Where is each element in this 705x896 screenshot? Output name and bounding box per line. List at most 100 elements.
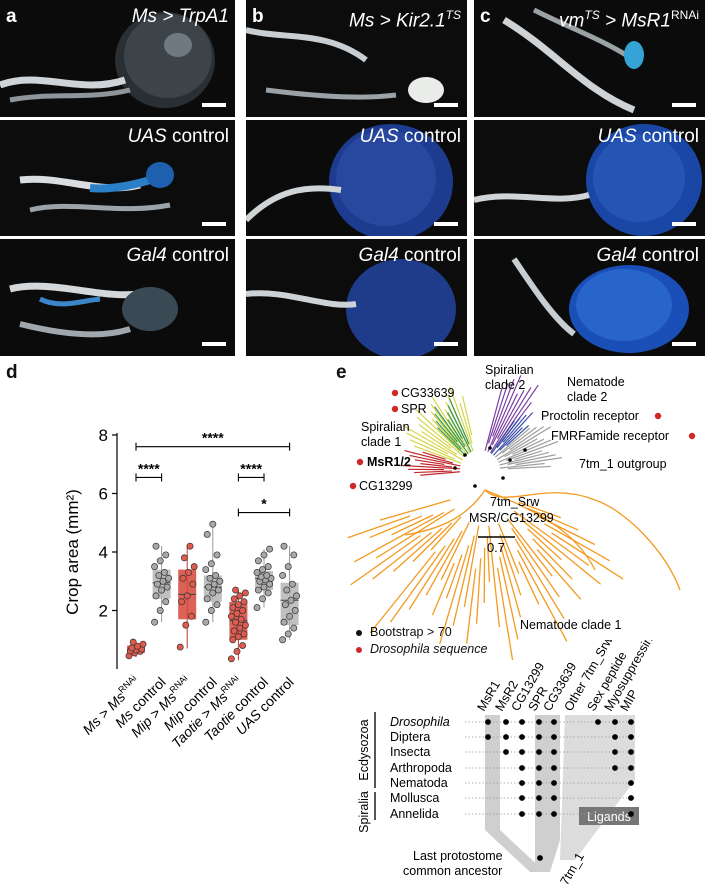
tree-branch	[347, 515, 411, 539]
bootstrap-dot	[463, 453, 467, 457]
y-tick-label: 4	[99, 543, 108, 562]
matrix-row-label: Diptera	[390, 730, 430, 744]
y-tick-label: 2	[99, 602, 108, 621]
ancestor-dot	[537, 855, 543, 861]
tree-branch	[422, 451, 446, 460]
tree-branch	[404, 449, 454, 464]
data-point	[253, 604, 261, 612]
presence-dot	[612, 765, 618, 771]
data-point	[264, 563, 272, 571]
tree-branch	[492, 378, 515, 437]
panel-c-letter: c	[480, 6, 491, 27]
label-nematode-clade-1: Nematode clade 1	[520, 618, 622, 632]
data-point	[229, 636, 237, 644]
data-point	[151, 563, 159, 571]
matrix-row-label: Insecta	[390, 745, 430, 759]
tree-branch	[504, 438, 538, 458]
spiralia-label: Spiralia	[357, 791, 371, 833]
tree-branch	[452, 535, 475, 627]
data-point	[260, 583, 268, 591]
data-point	[263, 571, 271, 579]
tree-branch	[447, 419, 466, 447]
bootstrap-dot	[523, 448, 527, 452]
data-point	[182, 621, 190, 629]
bootstrap-dot	[501, 476, 505, 480]
data-point	[158, 586, 166, 594]
presence-dot	[485, 719, 491, 725]
tree-branch	[369, 515, 423, 539]
data-point	[284, 630, 292, 638]
tree-branch	[490, 420, 515, 454]
data-point	[234, 633, 242, 641]
significance-label: ****	[240, 460, 262, 476]
scale-bar	[672, 103, 696, 107]
presence-dot	[536, 795, 542, 801]
data-point	[234, 601, 242, 609]
label-proctolin-receptor: Proctolin receptor	[541, 409, 639, 423]
tree-branch	[435, 420, 462, 450]
data-point	[207, 607, 215, 614]
photo-b2-label: UAS control	[359, 126, 461, 147]
data-point	[233, 648, 241, 655]
tree-branch	[515, 457, 563, 466]
tree-branch	[484, 387, 503, 451]
tree-branch	[447, 405, 472, 453]
tree-branch	[414, 445, 462, 464]
tree-branch	[499, 556, 519, 640]
drosophila-marker	[349, 482, 357, 490]
tree-branch	[403, 425, 463, 461]
panel-d-letter: d	[6, 362, 18, 383]
data-point	[209, 520, 217, 528]
bootstrap-dot	[473, 484, 477, 488]
tree-branch	[430, 516, 462, 551]
data-point	[162, 551, 170, 559]
scale-bar	[434, 342, 458, 346]
presence-dot	[536, 749, 542, 755]
presence-dot	[536, 811, 542, 817]
tree-branch	[497, 523, 520, 574]
tree-branch	[412, 522, 453, 563]
presence-dot	[628, 795, 634, 801]
data-point	[230, 595, 238, 603]
upper-clade-branches	[402, 375, 563, 488]
tree-branch	[439, 545, 470, 645]
photo-c-experimental: vmTS > MsR1RNAi	[474, 0, 705, 117]
tree-branch	[421, 431, 457, 456]
panel-e-letter: e	[336, 362, 347, 383]
data-point	[241, 621, 249, 629]
presence-dot	[519, 811, 525, 817]
bootstrap-dot	[488, 446, 492, 450]
tree-branch	[499, 534, 522, 596]
data-point	[260, 551, 268, 559]
bootstrap-dot	[508, 458, 512, 462]
data-point	[283, 586, 291, 594]
tree-branch	[415, 409, 461, 452]
data-point	[213, 601, 221, 609]
data-point	[232, 586, 240, 594]
label-7tm1-outgroup: 7tm_1 outgroup	[579, 457, 667, 471]
data-point	[214, 586, 222, 594]
tree-branch	[389, 545, 446, 623]
data-point	[279, 571, 287, 579]
data-point	[180, 554, 188, 562]
label-msr: MsR1/2	[367, 455, 411, 469]
presence-dot	[628, 780, 634, 786]
data-point	[128, 644, 136, 652]
data-point	[160, 569, 168, 576]
presence-dot	[485, 734, 491, 740]
y-axis-label: Crop area (mm²)	[63, 489, 82, 615]
ligands-box	[579, 807, 639, 825]
tree-branch	[532, 538, 573, 580]
data-point	[186, 542, 194, 550]
significance-label: ****	[138, 460, 160, 476]
data-point	[129, 638, 137, 646]
tree-branch	[499, 451, 549, 466]
presence-dot	[628, 811, 634, 817]
tree-branch	[516, 549, 568, 642]
tree-branch	[484, 489, 596, 571]
presence-dot	[519, 795, 525, 801]
data-point	[178, 598, 186, 606]
bootstrap-dot	[453, 466, 457, 470]
data-point	[229, 604, 237, 612]
